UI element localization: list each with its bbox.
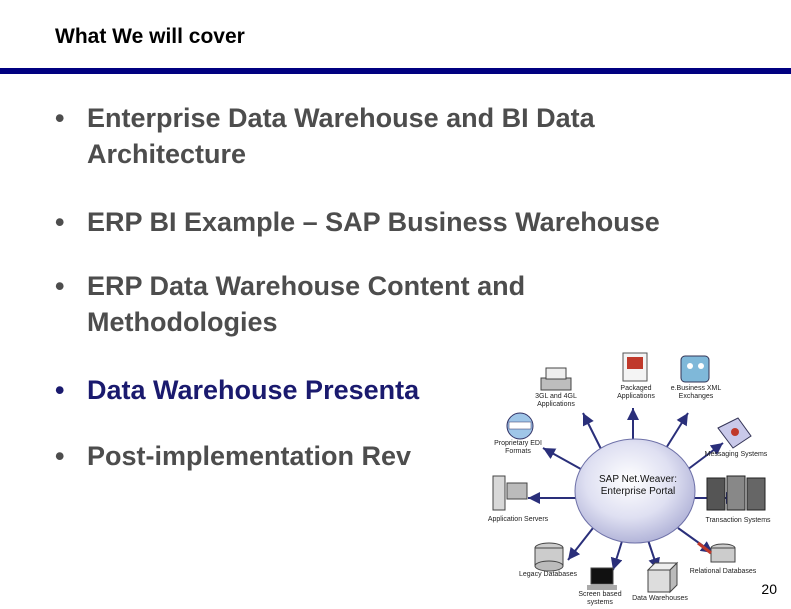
bullet-item: • Enterprise Data Warehouse and BI Data … bbox=[55, 100, 687, 172]
node-label-datawarehouses: Data Warehouses bbox=[632, 595, 688, 602]
network-icon bbox=[717, 417, 752, 449]
software-box-icon bbox=[622, 352, 648, 382]
node-label-ebusiness: e.Business XML Exchanges bbox=[670, 385, 722, 400]
bullet-text: Data Warehouse Presenta bbox=[87, 375, 420, 405]
diagram-graphics bbox=[492, 352, 766, 594]
node-label-legacy: Legacy Databases bbox=[519, 571, 577, 578]
bullet-item: • ERP BI Example – SAP Business Warehous… bbox=[55, 204, 660, 240]
hub-label: SAP Net.Weaver: Enterprise Portal bbox=[583, 474, 693, 498]
server-icon bbox=[492, 475, 528, 511]
bullet-dot: • bbox=[55, 207, 65, 237]
relational-db-icon bbox=[697, 541, 736, 563]
node-label-appservers: Application Servers bbox=[487, 516, 549, 523]
globe-swift-icon bbox=[506, 412, 534, 440]
title-rule bbox=[0, 68, 791, 74]
bullet-dot: • bbox=[55, 375, 65, 405]
cube-icon bbox=[646, 561, 679, 594]
robot-icon bbox=[680, 355, 710, 383]
hub-label-line1: SAP Net.Weaver: bbox=[599, 474, 677, 485]
database-icon bbox=[534, 542, 564, 572]
bullet-text: ERP BI Example – SAP Business Warehouse bbox=[87, 207, 660, 237]
bullet-item-highlighted: • Data Warehouse Presenta bbox=[55, 372, 419, 408]
hub-label-line2: Enterprise Portal bbox=[600, 486, 676, 497]
node-label-transaction: Transaction Systems bbox=[705, 517, 771, 524]
node-label-3gl: 3GL and 4GL Applications bbox=[535, 393, 577, 408]
bullet-dot: • bbox=[55, 271, 65, 301]
architecture-diagram: SAP Net.Weaver: Enterprise Portal 3GL an… bbox=[483, 348, 791, 609]
hub-ellipse bbox=[574, 438, 696, 544]
mainframe-icon bbox=[706, 475, 766, 511]
page-number: 20 bbox=[761, 581, 777, 597]
node-label-relational: Relational Databases bbox=[689, 568, 757, 575]
bullet-item: • ERP Data Warehouse Content and Methodo… bbox=[55, 268, 627, 340]
printer-icon bbox=[540, 367, 572, 391]
bullet-dot: • bbox=[55, 103, 65, 133]
bullet-text: Post-implementation Rev bbox=[87, 441, 412, 471]
node-label-messaging: Messaging Systems bbox=[704, 451, 768, 458]
slide-title: What We will cover bbox=[55, 25, 245, 48]
bullet-text: ERP Data Warehouse Content and Methodolo… bbox=[87, 271, 526, 337]
terminal-icon bbox=[587, 567, 617, 590]
bullet-text: Enterprise Data Warehouse and BI Data Ar… bbox=[87, 103, 595, 169]
node-label-edi: Proprietary EDI Formats bbox=[494, 440, 542, 455]
bullet-dot: • bbox=[55, 441, 65, 471]
bullet-item: • Post-implementation Rev bbox=[55, 438, 411, 474]
node-label-screen: Screen based systems bbox=[578, 591, 622, 606]
node-label-packaged: Packaged Applications bbox=[617, 385, 655, 400]
